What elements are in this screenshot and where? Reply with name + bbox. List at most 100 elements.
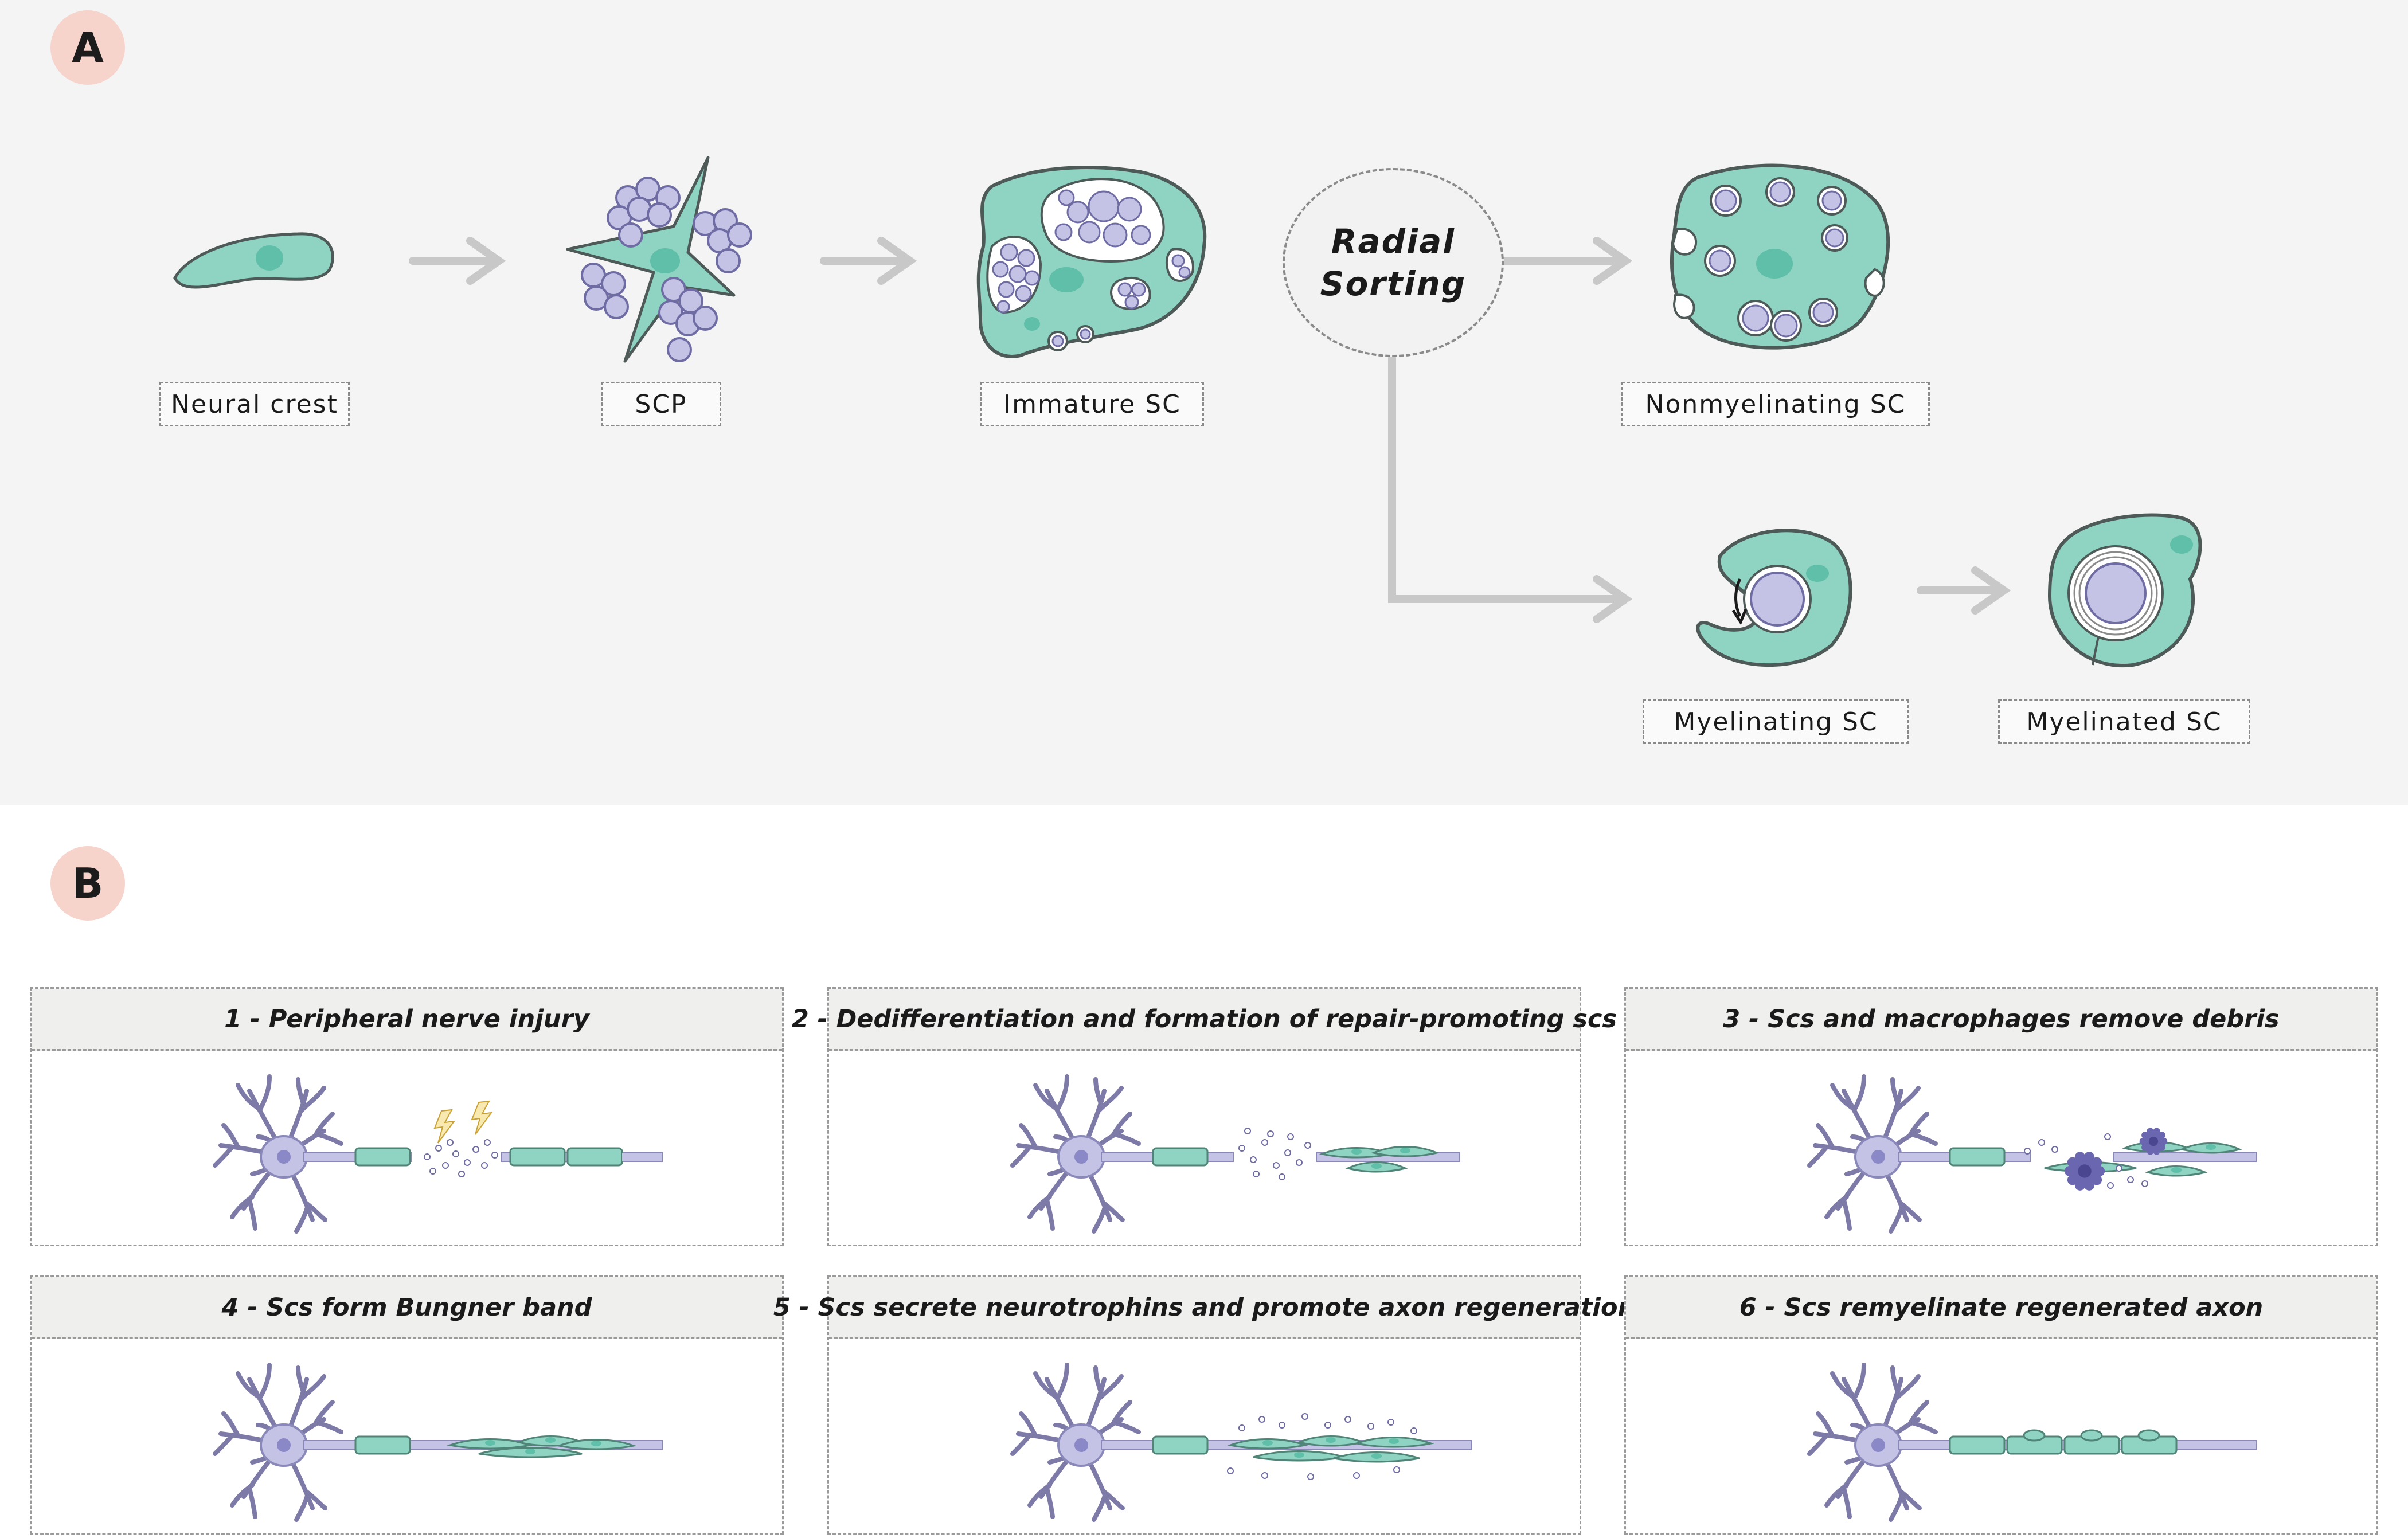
dendrite [1909, 1420, 1938, 1434]
schwann-nucleus [1389, 1438, 1399, 1444]
myelin-sheath [1152, 1147, 1209, 1167]
debris-dot [1304, 1142, 1311, 1149]
dendrite [1033, 1083, 1058, 1110]
debris-dot [1287, 1133, 1294, 1140]
neuron-nucleus [1871, 1438, 1885, 1452]
step-5-box: 5 - Scs secrete neurotrophins and promot… [773, 1275, 1635, 1535]
dendrite [213, 1433, 234, 1456]
debris-dot [1393, 1466, 1400, 1473]
dendrite [1093, 1077, 1104, 1107]
arrow-sorting-to-nonmyelinating [1501, 237, 1633, 285]
debris-dot [1253, 1171, 1260, 1177]
dendrite [1010, 1145, 1032, 1168]
myelin-sheath [509, 1147, 566, 1167]
panel-a-badge: A [50, 10, 125, 85]
dendrite [259, 1074, 272, 1110]
neuron-nucleus [277, 1150, 291, 1164]
debris-dot [1353, 1472, 1360, 1479]
schwann-nucleus [1294, 1452, 1304, 1458]
debris-dot [424, 1153, 431, 1160]
schwann-nucleus [1351, 1149, 1362, 1155]
dendrite [1807, 1145, 1829, 1168]
dendrite [1830, 1371, 1855, 1399]
myelin-sheath [1949, 1435, 2006, 1455]
schwann-nucleus [591, 1441, 601, 1446]
debris-dot [1307, 1473, 1314, 1480]
debris-dot [2024, 1148, 2031, 1155]
neuron-nucleus [1074, 1150, 1088, 1164]
macrophage [2139, 1128, 2168, 1155]
panel-b-badge: B [50, 846, 125, 921]
debris-dot [1279, 1422, 1285, 1429]
dendrite [1830, 1083, 1855, 1110]
myelinating-sc-cell [1696, 529, 1852, 667]
schwann-nucleus [525, 1449, 535, 1454]
label-myelinated-sc: Myelinated SC [1998, 699, 2250, 744]
debris-dot [1324, 1422, 1331, 1429]
step-4-illustration [213, 1363, 663, 1522]
dendrite [1842, 1197, 1852, 1231]
label-scp: SCP [601, 382, 721, 426]
step-4-title: 4 - Scs form Bungner band [32, 1277, 782, 1339]
step-3-illustration [1807, 1074, 2257, 1234]
axon-tip [1437, 1441, 1471, 1449]
myelinated-sc-cell [2047, 513, 2202, 668]
step-3-box: 3 - Scs and macrophages remove debris [1624, 987, 2378, 1246]
dendrite [1033, 1371, 1058, 1399]
dendrite [1893, 1086, 1921, 1113]
dendrite [213, 1145, 234, 1168]
dendrite [1909, 1132, 1938, 1146]
debris-dot [2127, 1176, 2134, 1183]
debris-dot [472, 1146, 479, 1153]
dendrite [1890, 1077, 1901, 1107]
radial-sorting-line-1: Radial [1331, 222, 1456, 261]
debris-dot [429, 1168, 436, 1175]
step-1-illustration [213, 1074, 663, 1234]
schwann-nucleus [485, 1440, 495, 1446]
debris-dot [1344, 1416, 1351, 1423]
arrow-myelinating-to-myelinated [1917, 566, 2011, 615]
neuron-nucleus [1074, 1438, 1088, 1452]
neuron [213, 1363, 343, 1522]
injury-bolt [433, 1109, 456, 1144]
label-immature-sc: Immature SC [980, 382, 1204, 426]
axon-tip [628, 1441, 662, 1449]
panel-a-background [0, 0, 2408, 805]
dendrite [1096, 1374, 1124, 1402]
debris-dot [1261, 1139, 1268, 1146]
dendrite [1112, 1420, 1141, 1434]
debris-dot [2104, 1133, 2111, 1140]
dendrite [1045, 1197, 1055, 1231]
dendrite [236, 1371, 260, 1399]
dendrite [1853, 1074, 1866, 1110]
macrophage [2064, 1152, 2105, 1191]
dendrite [315, 1420, 343, 1434]
debris-dot [1227, 1467, 1234, 1474]
step-2-illustration [1010, 1074, 1460, 1234]
myelin-sheath [354, 1147, 411, 1167]
schwann-nucleus [2171, 1167, 2182, 1173]
dendrite [296, 1077, 306, 1107]
dendrite [1096, 1086, 1124, 1113]
dendrite [1893, 1374, 1921, 1402]
dendrite [294, 1492, 310, 1522]
debris-dot [2141, 1180, 2148, 1187]
dendrite [1890, 1365, 1901, 1396]
step-2-title: 2 - Dedifferentiation and formation of r… [792, 989, 1617, 1051]
debris-dot [1367, 1423, 1374, 1430]
dendrite [236, 1083, 260, 1110]
schwann-nucleus [1400, 1148, 1410, 1153]
schwann-nucleus [1326, 1437, 1336, 1443]
dendrite [294, 1203, 310, 1234]
myelin-sheath [566, 1147, 623, 1167]
dendrite [296, 1365, 306, 1396]
debris-dot [1238, 1424, 1245, 1431]
debris-dot [435, 1145, 442, 1152]
debris-dot [1410, 1427, 1417, 1434]
dendrite [315, 1132, 343, 1146]
step-1-title: 1 - Peripheral nerve injury [32, 989, 782, 1051]
debris-dot [1279, 1173, 1285, 1180]
debris-dot [1267, 1130, 1274, 1137]
sheath-nucleus [2137, 1429, 2160, 1442]
dendrite [1010, 1433, 1032, 1456]
